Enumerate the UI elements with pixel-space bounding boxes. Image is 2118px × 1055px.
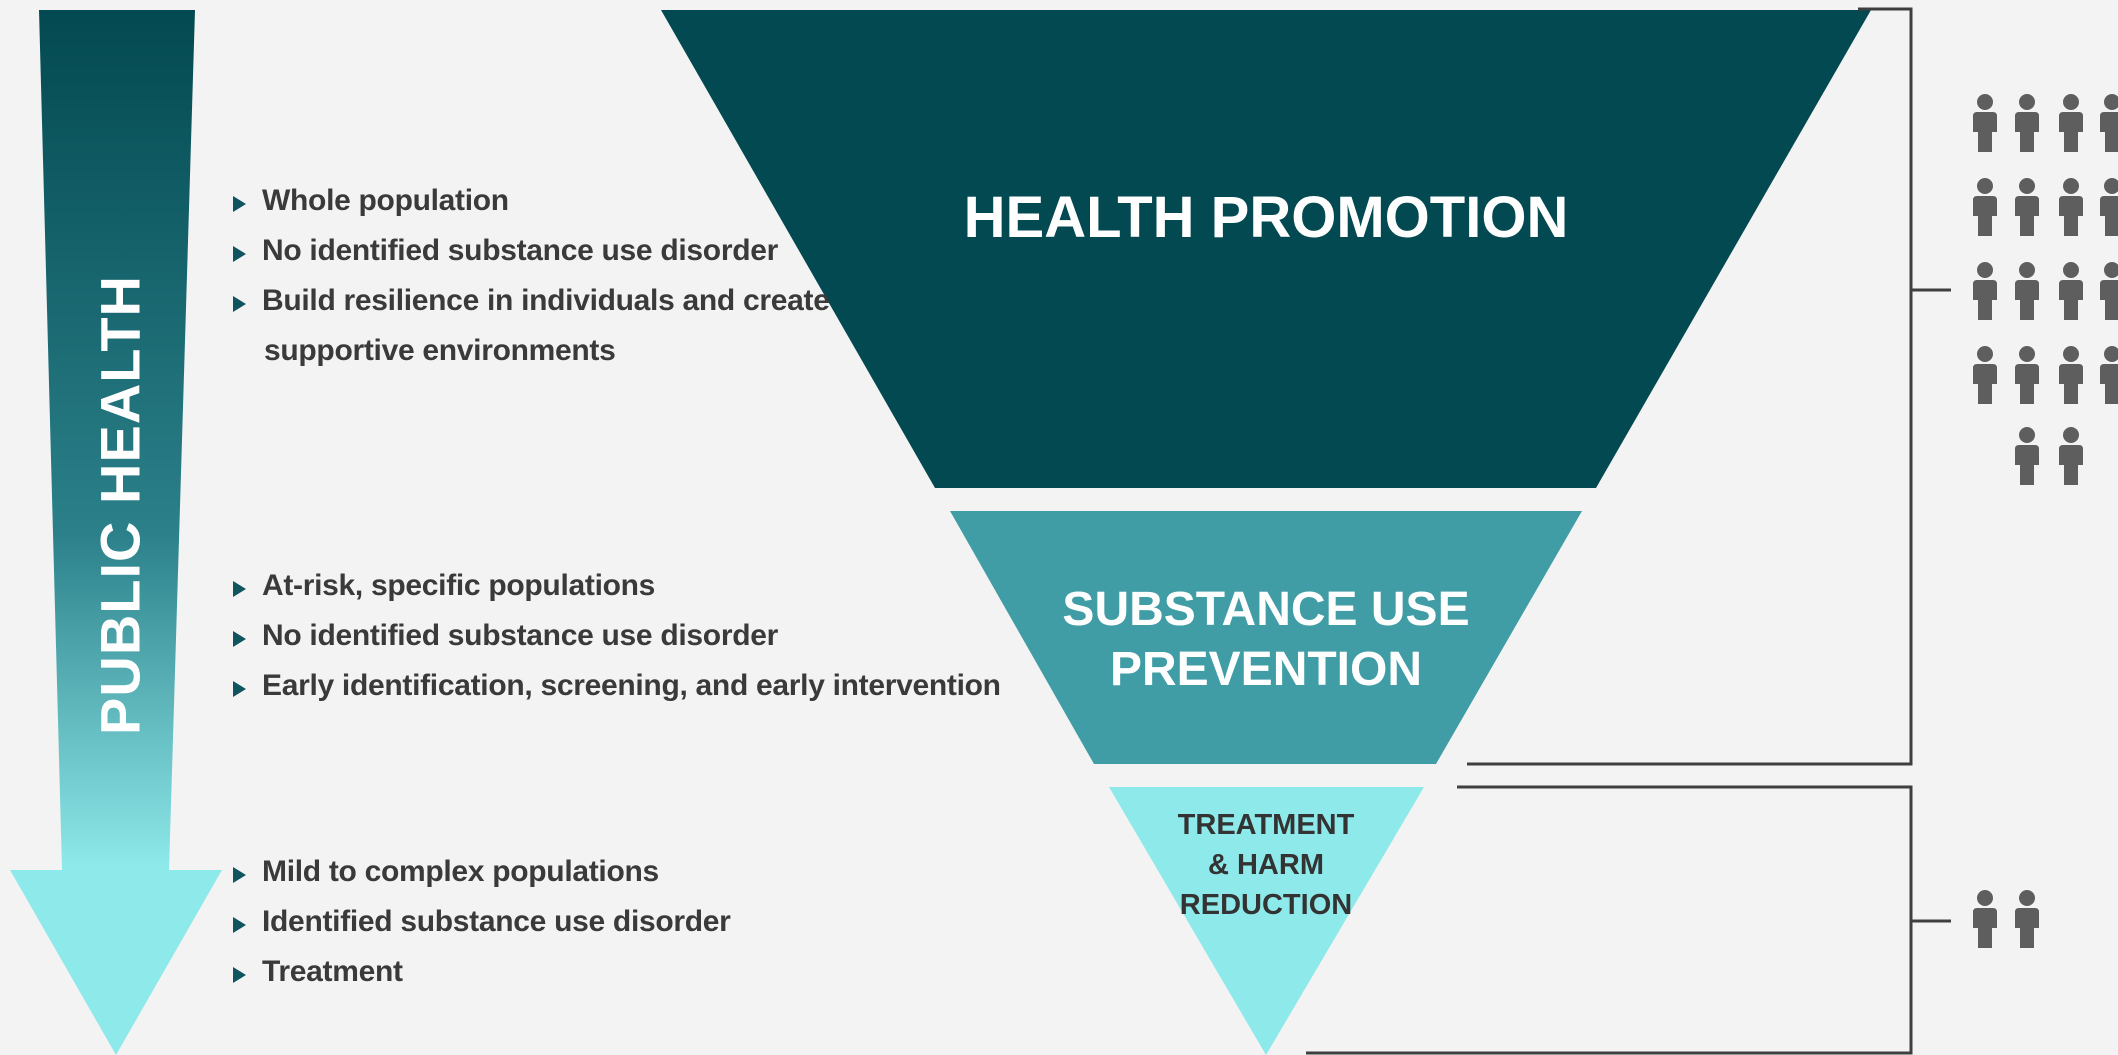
bullet-text: Whole population [262,184,509,217]
person-icon [2015,346,2039,404]
treatment-label-line-3: REDUCTION [1179,889,1353,921]
bullet-text: Identified substance use disorder [262,905,731,938]
person-icon [2015,262,2039,320]
person-icon [2100,94,2118,152]
person-icon [1973,890,1997,948]
bullet-item: Build resilience in individuals and crea… [233,284,830,318]
person-icon [2015,890,2039,948]
upper-bracket [1467,7,1913,766]
treatment-label-line-2: & HARM [1207,849,1324,881]
person-icon [2059,262,2083,320]
person-icon [2015,178,2039,236]
bullet-text: Treatment [262,955,403,988]
person-icon [2059,346,2083,404]
bullet-text: Mild to complex populations [262,855,659,888]
bullet-text: Build resilience in individuals and crea… [262,284,830,317]
treatment-harm-reduction-label: TREATMENT & HARM REDUCTION [1178,805,1355,925]
bullet-triangle-icon [233,246,246,262]
bullet-item: Mild to complex populations [233,855,659,889]
person-icon [1973,346,1997,404]
prevention-label-line-2: PREVENTION [1109,643,1423,696]
health-promotion-tier [661,10,1871,488]
bullet-item: Treatment [233,955,403,989]
bullet-item: No identified substance use disorder [233,619,778,653]
bullet-text: supportive environments [264,334,616,367]
substance-use-prevention-tier [950,511,1582,764]
people-group-lower [1973,890,2039,948]
public-health-label: PUBLIC HEALTH [88,275,152,735]
treatment-harm-reduction-tier [1109,787,1424,1055]
bullet-text: No identified substance use disorder [262,234,778,267]
bullet-text: Early identification, screening, and ear… [262,669,1001,702]
health-promotion-label: HEALTH PROMOTION [964,186,1569,250]
bullet-text: At-risk, specific populations [262,569,656,602]
person-icon [1973,262,1997,320]
bullet-triangle-icon [233,631,246,647]
bullet-triangle-icon [233,296,246,312]
person-icon [2059,427,2083,485]
person-icon [2059,94,2083,152]
person-icon [1973,178,1997,236]
bullet-text: No identified substance use disorder [262,619,778,652]
prevention-label-line-1: SUBSTANCE USE [1062,583,1470,636]
bullet-item: Early identification, screening, and ear… [233,669,1001,703]
person-icon [2100,346,2118,404]
person-icon [2059,178,2083,236]
bullet-triangle-icon [233,867,246,883]
person-icon [2015,427,2039,485]
treatment-label-line-1: TREATMENT [1177,809,1355,841]
public-health-arrow [10,10,222,1055]
health-promotion-label-line: HEALTH PROMOTION [963,185,1569,250]
substance-use-prevention-label: SUBSTANCE USE PREVENTION [1062,580,1469,700]
bullet-triangle-icon [233,967,246,983]
person-icon [1973,94,1997,152]
bullet-triangle-icon [233,196,246,212]
bullet-triangle-icon [233,681,246,697]
person-icon [2100,262,2118,320]
bullet-item: Identified substance use disorder [233,905,731,939]
bullet-triangle-icon [233,917,246,933]
people-group-upper [1973,94,2118,485]
bullet-triangle-icon [233,581,246,597]
bullet-continuation: supportive environments [264,334,616,368]
bullet-item: Whole population [233,184,509,218]
person-icon [2100,178,2118,236]
bullet-item: No identified substance use disorder [233,234,778,268]
person-icon [2015,94,2039,152]
bullet-item: At-risk, specific populations [233,569,656,603]
